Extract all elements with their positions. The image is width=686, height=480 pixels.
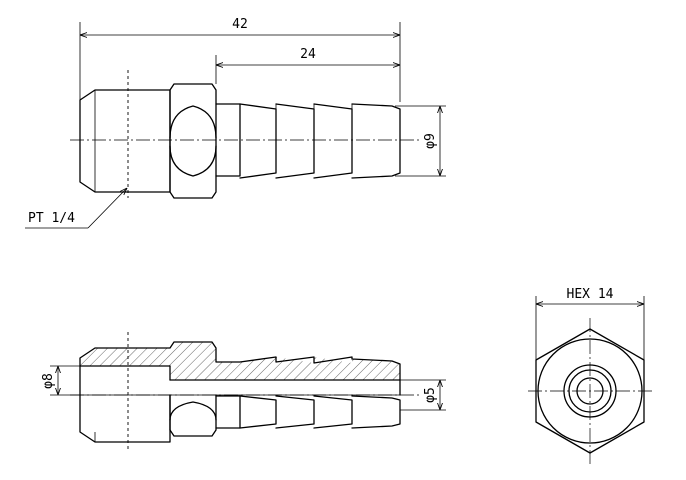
section-view: φ8 φ5 [41,332,446,452]
dimension-barb-diameter: φ9 [423,133,438,149]
dimension-bore-diameter: φ5 [423,387,438,403]
dimension-thread-bore: φ8 [41,373,56,389]
dimension-overall-length: 42 [232,17,248,32]
dimension-barb-length: 24 [300,47,316,62]
top-view: 42 24 φ9 PT 1/4 [25,17,446,229]
thread-label: PT 1/4 [28,211,75,226]
end-view: HEX 14 [528,287,652,465]
dimension-hex-size: HEX 14 [567,287,614,302]
